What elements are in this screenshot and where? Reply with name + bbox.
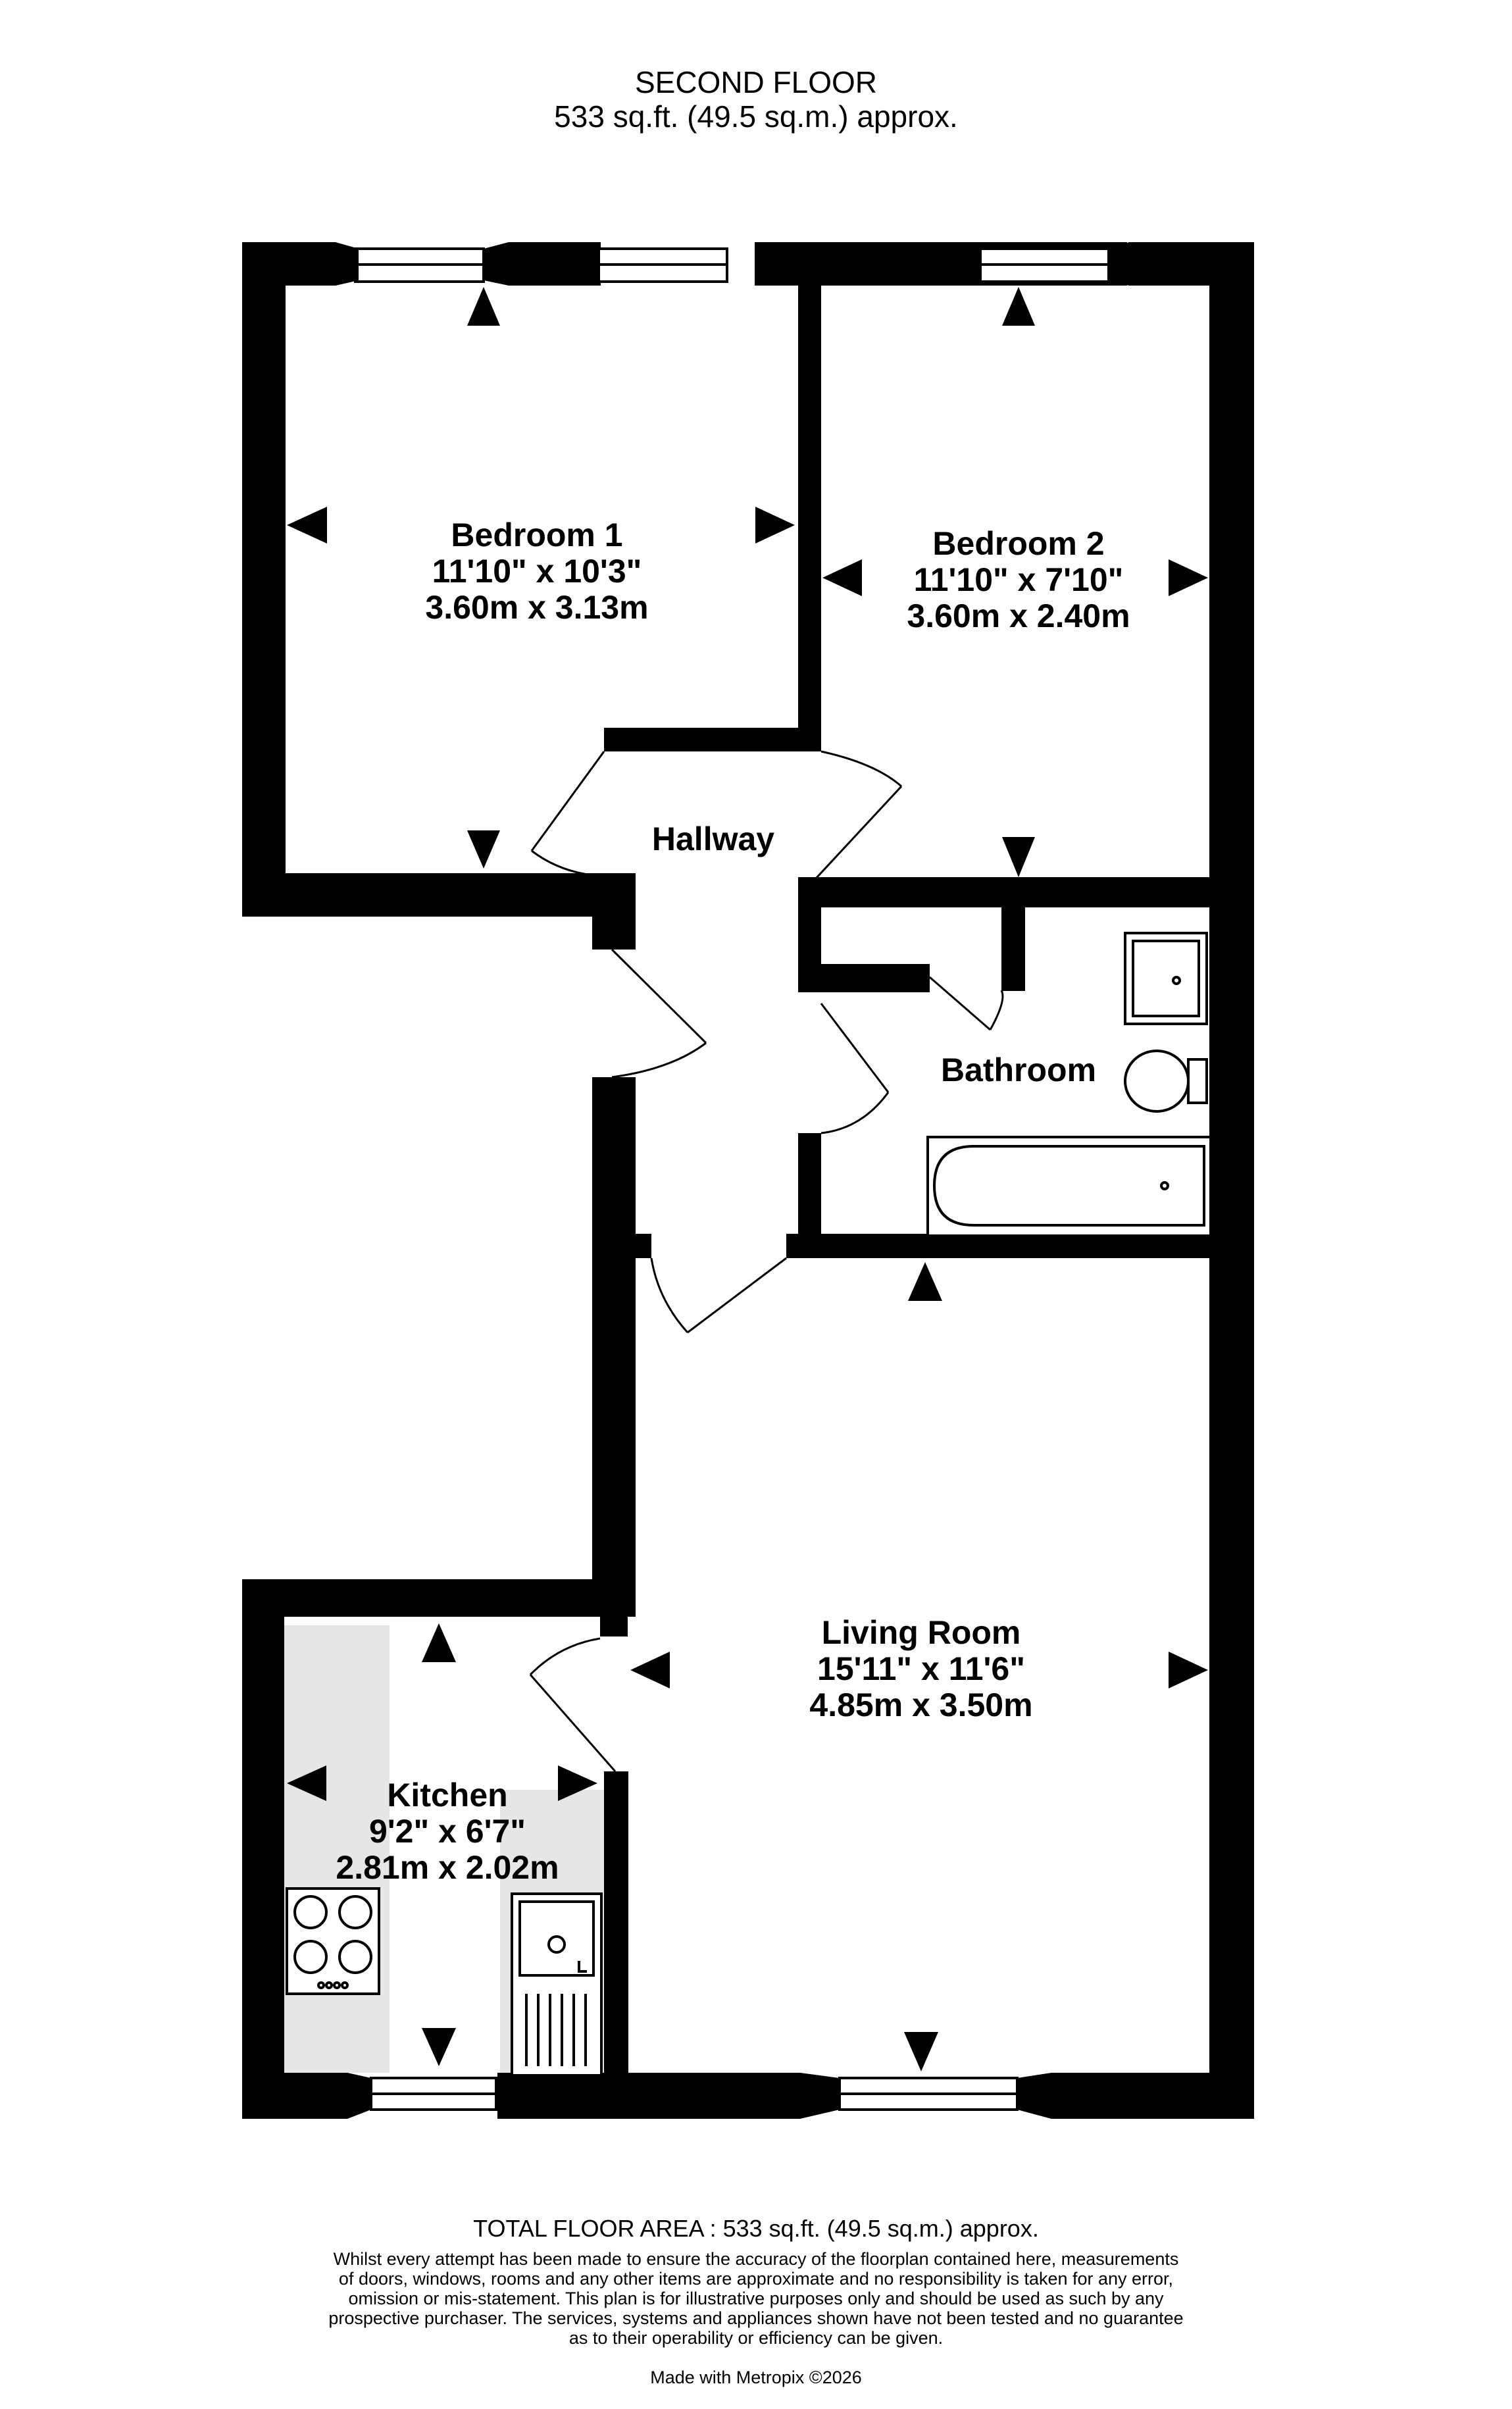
bedroom2-metric: 3.60m x 2.40m <box>907 597 1130 634</box>
made-with-credit: Made with Metropix ©2026 <box>650 2368 862 2387</box>
disclaimer-line: of doors, windows, rooms and any other i… <box>338 2269 1174 2289</box>
toilet <box>1124 1050 1208 1113</box>
floor-title: SECOND FLOOR <box>634 65 878 99</box>
room-labels: Bedroom 1 11'10" x 10'3" 3.60m x 3.13m B… <box>336 517 1130 1886</box>
bedroom1-imperial: 11'10" x 10'3" <box>432 553 642 590</box>
doors <box>529 750 1004 1772</box>
kitchen-imperial: 9'2" x 6'7" <box>369 1813 526 1850</box>
windows <box>354 247 1110 2111</box>
dimension-arrows <box>287 287 1208 2071</box>
kitchen-sink <box>511 1892 603 2077</box>
disclaimer-line: as to their operability or efficiency ca… <box>568 2328 944 2348</box>
walls <box>242 242 1254 2119</box>
bathtub <box>926 1136 1212 1237</box>
bedroom2-name: Bedroom 2 <box>932 525 1104 562</box>
bedroom2-imperial: 11'10" x 7'10" <box>914 561 1124 598</box>
hob <box>286 1887 380 1995</box>
living-metric: 4.85m x 3.50m <box>809 1686 1032 1723</box>
living-name: Living Room <box>822 1614 1021 1651</box>
hallway-name: Hallway <box>652 821 774 857</box>
total-floor-area: TOTAL FLOOR AREA : 533 sq.ft. (49.5 sq.m… <box>473 2215 1039 2242</box>
floor-area: 533 sq.ft. (49.5 sq.m.) approx. <box>554 99 958 134</box>
bedroom1-metric: 3.60m x 3.13m <box>425 589 648 626</box>
kitchen-name: Kitchen <box>387 1777 507 1813</box>
kitchen-metric: 2.81m x 2.02m <box>336 1849 559 1886</box>
disclaimer-line: omission or mis-statement. This plan is … <box>348 2289 1164 2308</box>
living-imperial: 15'11" x 11'6" <box>817 1650 1025 1687</box>
disclaimer-line: prospective purchaser. The services, sys… <box>328 2308 1184 2328</box>
disclaimer-line: Whilst every attempt has been made to en… <box>333 2249 1179 2269</box>
disclaimer: Whilst every attempt has been made to en… <box>0 2249 1512 2348</box>
bathroom-name: Bathroom <box>941 1052 1096 1088</box>
sink <box>1124 932 1208 1025</box>
bedroom1-name: Bedroom 1 <box>451 517 622 553</box>
